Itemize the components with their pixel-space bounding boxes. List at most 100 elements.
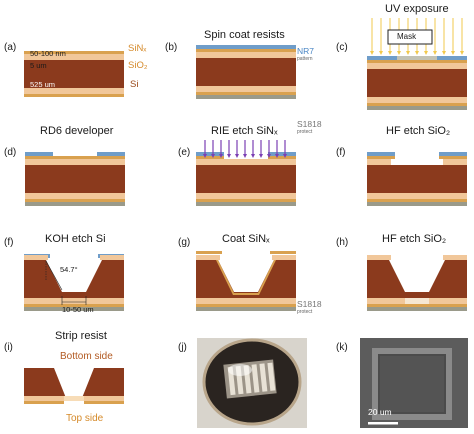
legend-sio2: SiO₂ [128,60,148,71]
sin-layer [196,49,296,52]
panel-j-label: (j) [178,342,187,353]
sio2-right [100,255,124,260]
rie-arrowhead [275,154,279,158]
panel-h-label: (h) [336,237,349,248]
sin-bottom-layer [367,304,467,307]
bottom-resist-layer [24,307,124,311]
rie-arrowhead [251,154,255,158]
mask-label: Mask [397,32,417,41]
sio2-left [196,255,220,260]
rie-arrowhead [259,154,263,158]
top-resist-label: NR7 [297,46,315,56]
panel-d-label: (d) [4,147,17,158]
uv-arrowhead [388,51,392,55]
panel-f1-label: (f) [336,147,346,158]
rie-arrowhead [219,154,223,158]
sio2-layer [367,63,467,69]
sin-right [270,251,296,254]
sin-bottom-layer [24,304,124,307]
sio2-bottom-layer [367,97,467,103]
sin-bottom-layer [25,199,125,202]
sin-layer [25,156,125,159]
sio2-thickness-label: 5 um [30,61,47,70]
bottom-resist-layer [367,307,467,311]
bottom-resist-layer [196,307,296,311]
sin-left [367,156,395,159]
sin-bottom-left [24,401,64,404]
sio2-membrane [196,298,296,304]
top-resist-layer [196,45,296,49]
sin-layer [367,60,467,63]
si-layer [24,60,124,88]
resist-right [268,152,296,156]
width-label: 10-50 um [62,305,94,314]
uv-arrowhead [406,51,410,55]
sin-left [196,156,224,159]
sin-bottom-layer [24,94,124,97]
resist-left [367,152,395,156]
panel-e-label: (e) [178,147,191,158]
uv-arrowhead [370,51,374,55]
bottom-resist-label-b: S1818 [297,119,322,129]
rie-arrowhead [283,154,287,158]
panel-f1-title: HF etch SiO₂ [386,125,451,137]
top-resist-note: pattern [297,56,313,62]
rie-arrowhead [267,154,271,158]
si-body-etched [24,368,124,398]
sio2-left [367,255,391,260]
membrane-row [251,364,260,393]
panel-a-label: (a) [4,42,17,53]
bottom-resist-note-g: protect [297,309,313,315]
bottom-side-label: Bottom side [60,351,113,362]
rie-arrowhead [203,154,207,158]
bottom-resist-layer [196,95,296,99]
exposed-resist [397,56,437,60]
sin-bottom-layer [196,304,296,307]
membrane-row [267,362,276,391]
sio2-bottom-layer [196,193,296,199]
sin-bottom-layer [367,103,467,106]
uv-arrowhead [433,51,437,55]
uv-arrowhead [460,51,464,55]
si-layer [25,165,125,193]
scale-bar-label: 20 um [368,407,392,417]
resist-left [196,152,224,156]
uv-arrowhead [379,51,383,55]
membrane-row [259,363,268,392]
uv-arrowhead [424,51,428,55]
legend-si: Si [130,79,139,90]
panel-d-title: RD6 developer [40,125,114,137]
si-body-etched [196,260,296,298]
uv-arrowhead [397,51,401,55]
panel-b-title: Spin coat resists [204,29,285,41]
membrane-row [227,366,236,396]
si-thickness-label: 525 um [30,80,56,89]
sin-layer [24,51,124,54]
si-layer [196,165,296,193]
bottom-resist-note-b: protect [297,129,313,135]
sin-right [268,156,296,159]
sio2-layer [196,159,296,165]
rie-arrowhead [235,154,239,158]
uv-arrowhead [442,51,446,55]
panel-g-label: (g) [178,237,191,248]
rie-arrowhead [227,154,231,158]
sin-bottom-layer [196,92,296,95]
sio2-layer [25,159,125,165]
mask-plate [387,29,433,45]
sio2-right [443,255,467,260]
bottom-resist-layer [25,202,125,206]
sio2-membrane [24,298,124,304]
glare [228,364,252,376]
sem-membrane-inner [380,356,444,412]
panel-b-label: (b) [165,42,178,53]
rie-arrowhead [243,154,247,158]
sin-bottom-layer [196,199,296,202]
sin-left [196,251,222,254]
sio2-bottom-layer [24,88,124,94]
opened-membrane [405,298,429,304]
sio2-layer [24,54,124,60]
si-layer [367,165,467,193]
